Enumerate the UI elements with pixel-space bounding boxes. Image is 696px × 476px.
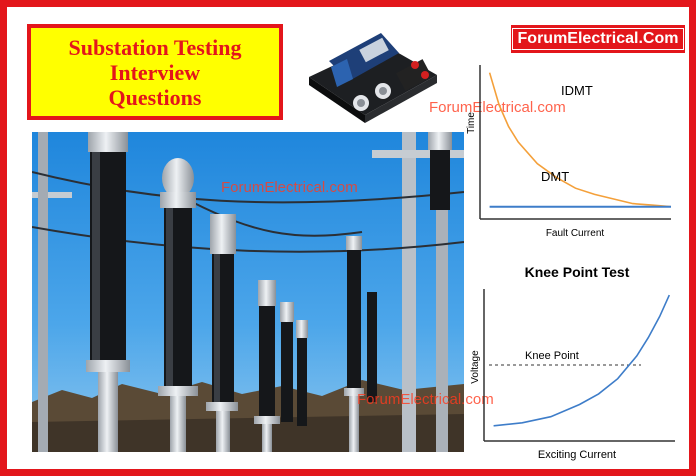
substation-photo (32, 132, 464, 452)
watermark-middle: ForumElectrical.com (221, 179, 358, 196)
knee-point-label: Knee Point (525, 350, 579, 362)
dmt-label: DMT (541, 169, 569, 184)
title-line-1: Substation Testing (68, 34, 242, 60)
chart1-xlabel: Fault Current (546, 228, 605, 239)
brand-label: ForumElectrical.Com (511, 28, 685, 50)
watermark-top: ForumElectrical.com (429, 99, 566, 116)
title-box: Substation Testing Interview Questions (27, 24, 283, 120)
title-line-3: Questions (108, 84, 202, 110)
idmt-label: IDMT (561, 83, 593, 98)
title-line-2: Interview (109, 59, 201, 85)
watermark-bottom: ForumElectrical.com (357, 391, 494, 408)
brand-badge: ForumElectrical.Com (511, 25, 685, 53)
idmt-curve (488, 72, 672, 208)
chart2-title: Knee Point Test (525, 264, 630, 280)
chart1-ylabel: Time (466, 112, 477, 134)
chart2-xlabel: Exciting Current (538, 449, 616, 461)
knee-point-chart: Knee Point Test Knee Point Voltage Excit… (470, 264, 675, 461)
relay-device-image (309, 33, 437, 123)
idmt-dmt-chart: IDMT DMT Time Fault Current (466, 65, 672, 239)
knee-curve (493, 294, 671, 427)
chart2-ylabel: Voltage (470, 350, 481, 384)
